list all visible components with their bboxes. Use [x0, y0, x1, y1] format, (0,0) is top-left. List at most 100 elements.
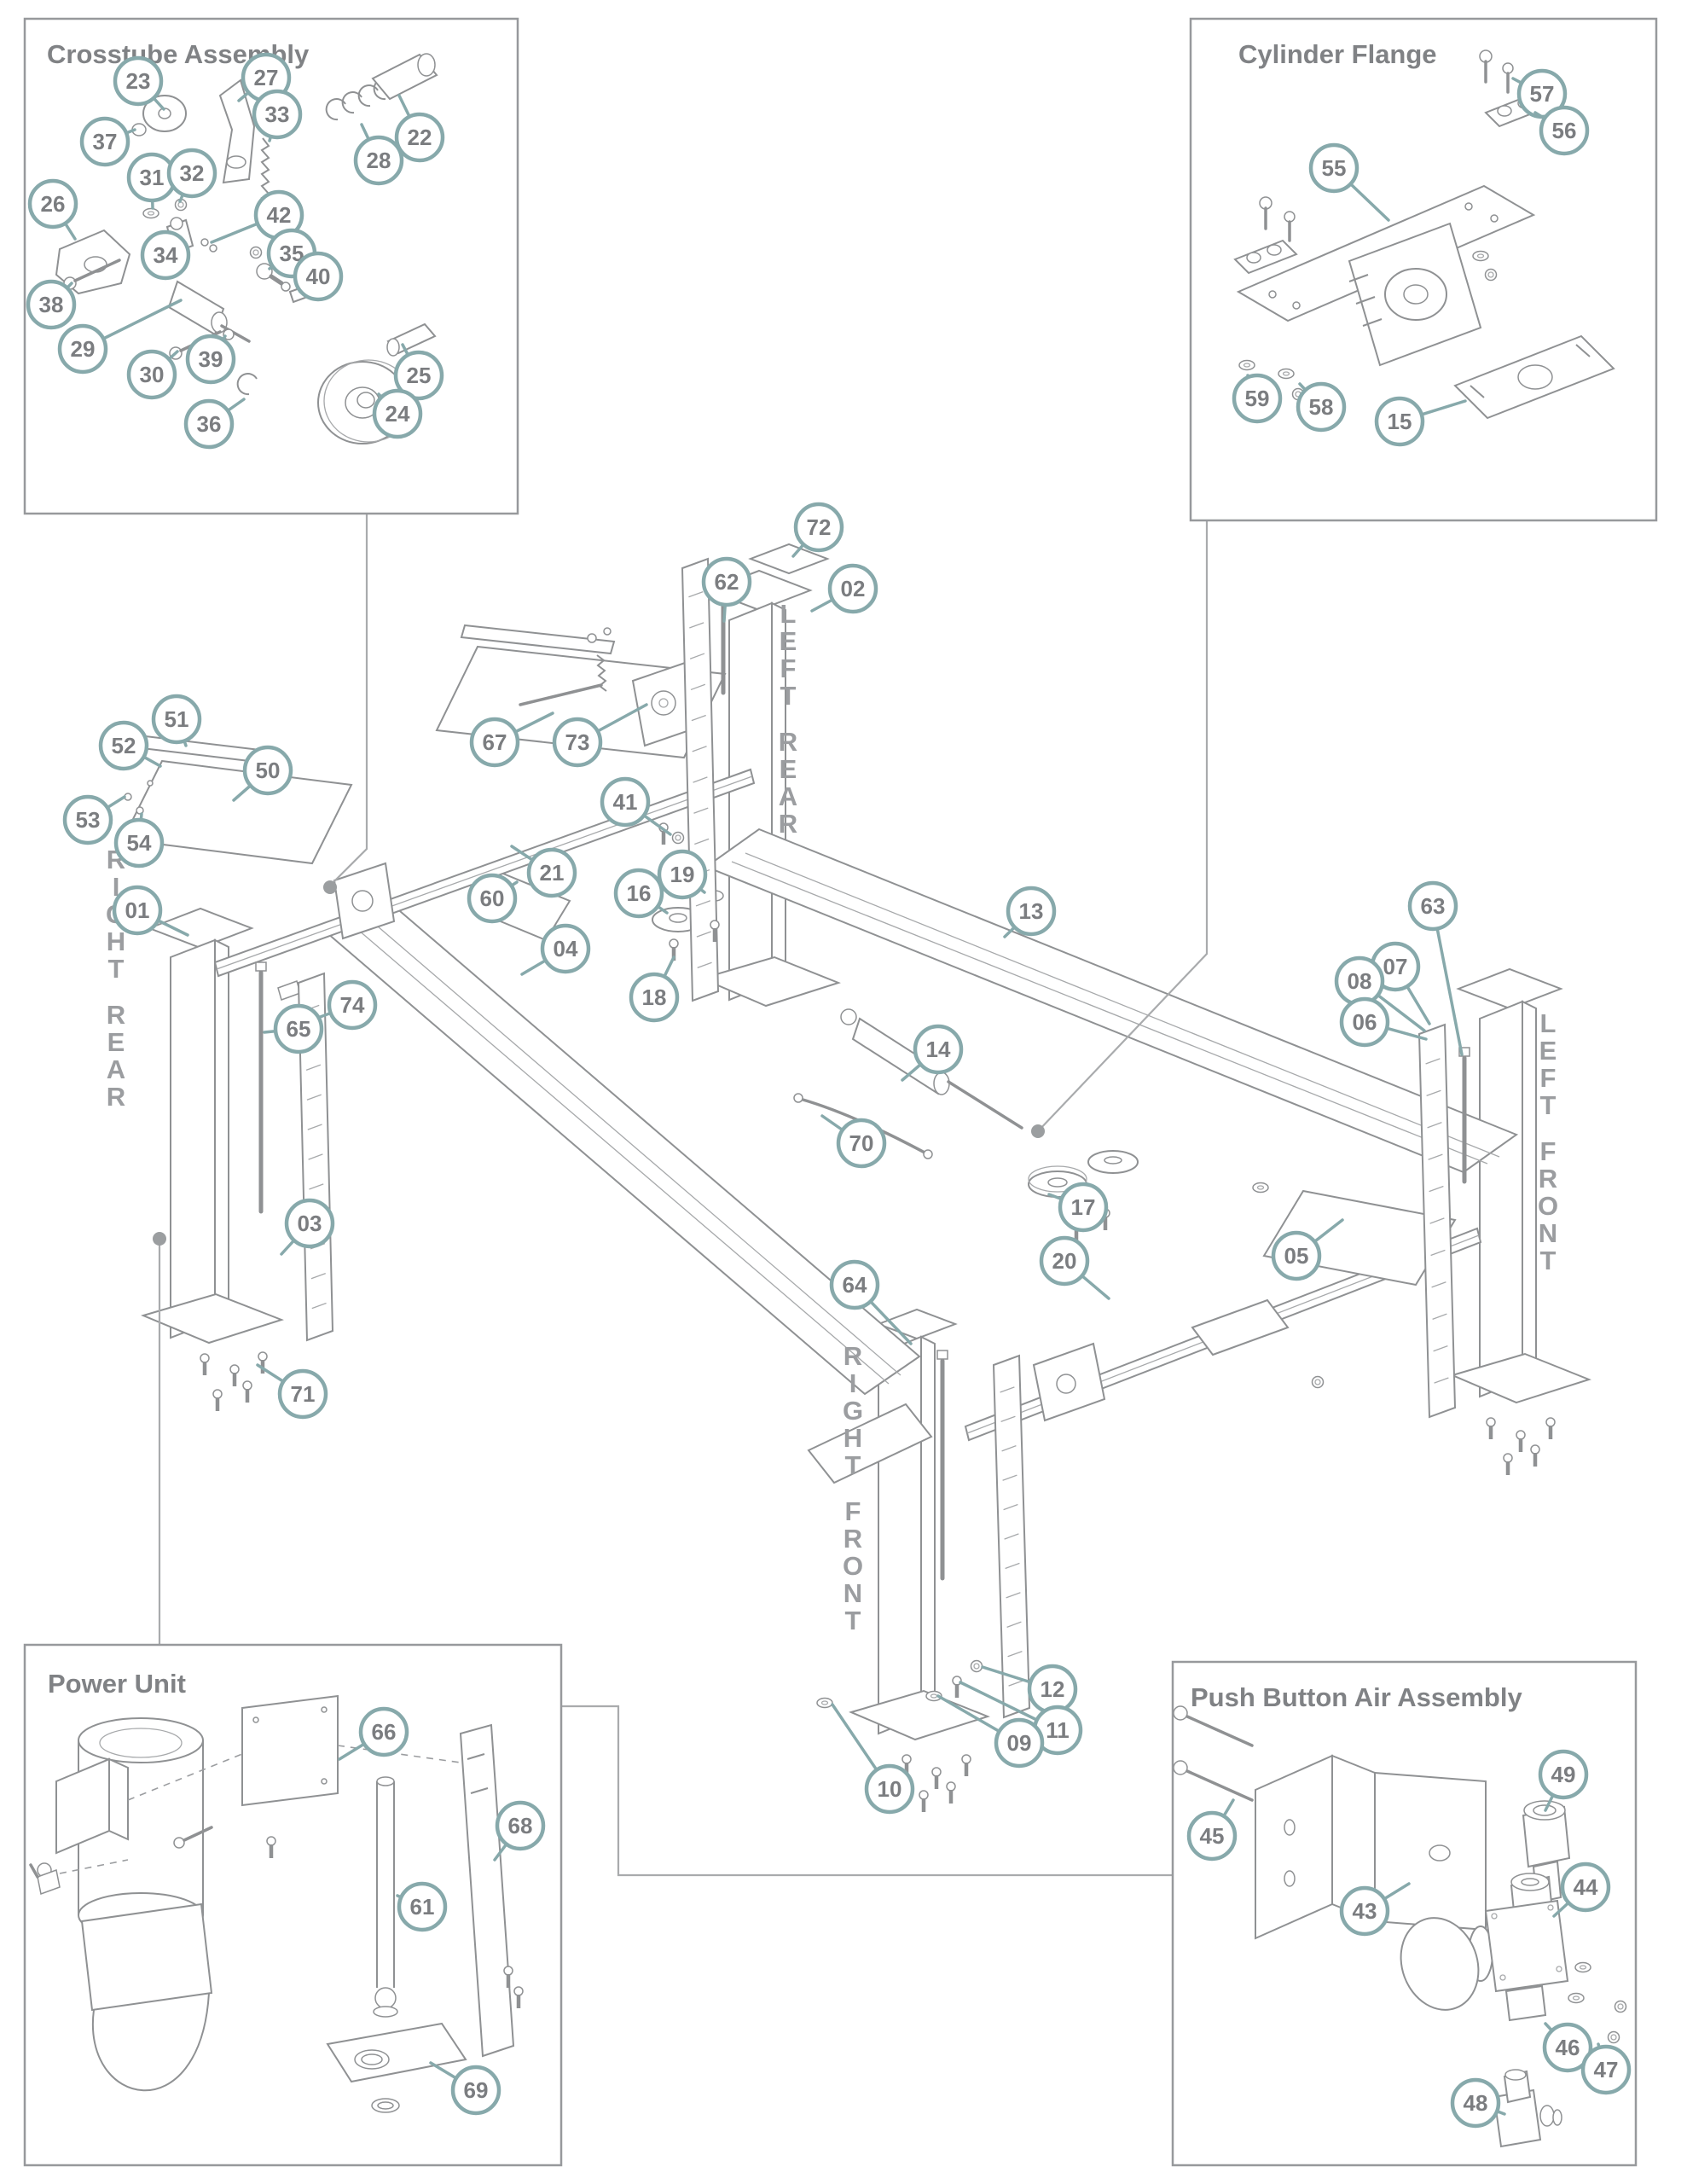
post-label-letter: O: [1538, 1191, 1558, 1221]
balloon-number: 56: [1552, 118, 1577, 143]
balloon-circle: [126, 349, 177, 400]
balloon-number: 32: [180, 160, 205, 186]
balloon-circle: [1339, 996, 1390, 1048]
balloon-circle: [113, 817, 165, 868]
balloon-circle: [185, 334, 236, 385]
balloon-56: 56: [1533, 105, 1590, 156]
balloon-circle: [1374, 396, 1425, 447]
balloon-64: 64: [829, 1259, 913, 1345]
balloon-number: 51: [165, 706, 189, 732]
balloon-39: 39: [185, 334, 236, 385]
chain-slot: [1002, 1474, 1017, 1481]
chain-slot: [1434, 1377, 1449, 1384]
balloon-circle: [393, 350, 444, 401]
chain-slot: [1006, 1592, 1021, 1599]
chain-slot: [693, 807, 709, 814]
balloon-circle: [26, 279, 77, 330]
balloon-number: 25: [407, 363, 432, 388]
balloon-31: 31: [126, 152, 177, 210]
balloon-34: 34: [140, 229, 191, 281]
chain-slot: [305, 1064, 322, 1071]
balloon-circle: [1450, 2077, 1501, 2129]
chain-slot: [697, 961, 712, 968]
chain-slot: [1007, 1650, 1023, 1658]
balloon-circle: [540, 923, 591, 974]
balloon-circle: [600, 776, 651, 828]
balloon-number: 65: [287, 1016, 311, 1042]
balloon-circle: [467, 873, 518, 924]
balloon-29: 29: [57, 299, 183, 375]
balloon-number: 67: [483, 729, 507, 755]
balloon-circle: [353, 135, 404, 186]
balloon-circle: [701, 556, 752, 607]
balloon-09: 09: [936, 1694, 1045, 1769]
chain-slot: [306, 1094, 322, 1101]
balloon-38: 38: [26, 279, 77, 330]
balloon-circle: [495, 1800, 546, 1851]
balloon-circle: [277, 1368, 328, 1420]
bolt-stud-icon: [1504, 1454, 1512, 1475]
post-label-letter: R: [1539, 1164, 1557, 1194]
balloon-number: 03: [298, 1211, 322, 1236]
post-label-letter: L: [1540, 1008, 1557, 1038]
post-label-letter: T: [1540, 1090, 1557, 1120]
balloon-49: 49: [1538, 1749, 1589, 1812]
balloon-51: 51: [151, 694, 202, 747]
balloon-27: 27: [237, 52, 292, 103]
balloon-number: 68: [508, 1813, 533, 1838]
balloon-72: 72: [791, 502, 844, 558]
balloon-number: 45: [1200, 1823, 1225, 1849]
balloon-number: 49: [1551, 1762, 1576, 1787]
balloon-number: 09: [1007, 1730, 1032, 1756]
chain-slot: [1433, 1345, 1448, 1352]
washer-icon: [816, 1697, 833, 1709]
bolt-stud-icon: [213, 1390, 222, 1411]
bolt-stud-icon: [919, 1791, 928, 1812]
balloon-59: 59: [1232, 373, 1283, 424]
balloon-41: 41: [600, 776, 672, 836]
balloon-circle: [166, 148, 217, 199]
balloon-15: 15: [1374, 396, 1467, 447]
balloon-73: 73: [552, 703, 648, 768]
bolt-stud-icon: [200, 1354, 209, 1375]
balloon-number: 40: [306, 264, 331, 289]
nut-icon: [970, 1659, 983, 1673]
balloon-number: 66: [372, 1719, 397, 1745]
chain-slot: [688, 591, 704, 598]
balloon-circle: [372, 388, 423, 439]
section-box-crosstube: [23, 17, 519, 515]
post-label-letter: I: [113, 872, 120, 902]
chain-slot: [1005, 1562, 1020, 1570]
balloon-circle: [242, 745, 293, 796]
nut-icon: [1311, 1375, 1325, 1389]
post-label-letter: F: [1540, 1136, 1557, 1166]
bolt-stud-icon: [947, 1782, 955, 1804]
balloon-number: 31: [140, 165, 165, 190]
chain-slot: [309, 1183, 324, 1190]
balloon-45: 45: [1186, 1798, 1238, 1862]
bolt-stud-icon: [953, 1676, 961, 1698]
balloon-68: 68: [493, 1800, 546, 1862]
post-label-letter: R: [844, 1341, 862, 1371]
balloon-circle: [994, 1717, 1045, 1769]
chain-slot: [310, 1272, 326, 1280]
balloon-circle: [293, 251, 344, 302]
balloon-14: 14: [901, 1024, 964, 1082]
balloon-leader: [1431, 904, 1464, 1056]
chain-slot: [694, 838, 710, 845]
connector-crosstube-link: [329, 514, 368, 886]
chain-slot: [1429, 1185, 1444, 1193]
balloon-number: 23: [126, 68, 151, 94]
chain-slot: [695, 900, 711, 907]
balloon-65: 65: [263, 1003, 324, 1054]
post-label-letter: A: [779, 781, 797, 811]
balloon-02: 02: [810, 563, 878, 614]
balloon-44: 44: [1552, 1862, 1611, 1918]
push-button-art: [1173, 1705, 1571, 2148]
balloon-circle: [827, 563, 878, 614]
balloon-71: 71: [256, 1363, 328, 1420]
balloon-number: 55: [1322, 155, 1347, 181]
balloon-circle: [1407, 880, 1458, 932]
balloon-01: 01: [112, 885, 189, 937]
balloon-number: 52: [112, 733, 136, 758]
